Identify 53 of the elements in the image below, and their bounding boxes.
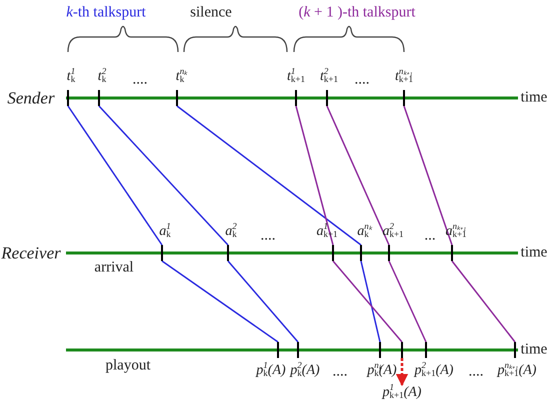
packet-line <box>403 106 453 246</box>
tick-label: p$^{2}$$_{k+1}$(A) <box>414 364 454 378</box>
playout-label: p$^{1}$$_{k+1}$(A) <box>382 386 422 400</box>
annotation-text: arrival <box>94 260 134 276</box>
packet-line <box>451 260 516 342</box>
axis-name: Receiver <box>1 244 61 262</box>
tick-mark <box>332 245 334 261</box>
packet-line <box>98 105 229 246</box>
tick-mark <box>379 342 381 358</box>
annotation-text: .... <box>260 228 276 244</box>
tick-mark <box>161 245 163 261</box>
tick-mark <box>67 90 69 106</box>
axis-name: Sender <box>7 90 55 106</box>
tick-mark <box>227 245 229 261</box>
tick-mark <box>176 90 178 106</box>
packet-line <box>227 260 299 342</box>
tick-mark <box>451 245 453 261</box>
annotation-text: silence <box>190 6 232 20</box>
annotation-text: playout <box>106 358 150 374</box>
tick-mark <box>277 342 279 358</box>
tick-mark <box>98 90 100 106</box>
packet-line <box>295 106 334 246</box>
annotation-text: .... <box>468 364 484 380</box>
annotation-text: .... <box>354 72 370 88</box>
tick-mark <box>425 342 427 358</box>
tick-mark <box>514 342 516 358</box>
tick-label: p$^{1}$$_{k}$(A) <box>256 364 286 378</box>
talkspurt-label: (k + 1 )-th talkspurt <box>298 6 416 20</box>
annotation-text: .... <box>332 364 348 380</box>
annotation-text: time <box>520 246 548 260</box>
packet-line <box>388 260 427 342</box>
tick-label: p$^{2}$$_{k}$(A) <box>290 364 320 378</box>
arrow <box>396 358 408 386</box>
annotation-text: time <box>520 342 548 358</box>
tick-mark <box>388 245 390 261</box>
packet-line <box>176 105 362 246</box>
packet-line <box>67 106 163 246</box>
tick-mark <box>360 245 362 261</box>
packet-line <box>360 260 381 342</box>
talkspurt-label: k-th talkspurt <box>66 6 146 20</box>
tick-mark <box>401 342 403 358</box>
annotation-text: time <box>520 90 548 106</box>
packet-line <box>326 106 390 246</box>
packet-line <box>332 260 403 342</box>
tick-label: p$^{nₖ₊₁}$$_{k+1}$(A) <box>498 364 536 378</box>
annotation-text: ... <box>424 228 436 244</box>
annotation-text: .... <box>132 72 148 88</box>
tick-mark <box>295 90 297 106</box>
tick-label: p$^{nₖ}$$_{k}$(A) <box>367 364 397 378</box>
tick-mark <box>403 90 405 106</box>
packet-line <box>162 260 278 343</box>
tick-mark <box>326 90 328 106</box>
tick-mark <box>297 342 299 358</box>
